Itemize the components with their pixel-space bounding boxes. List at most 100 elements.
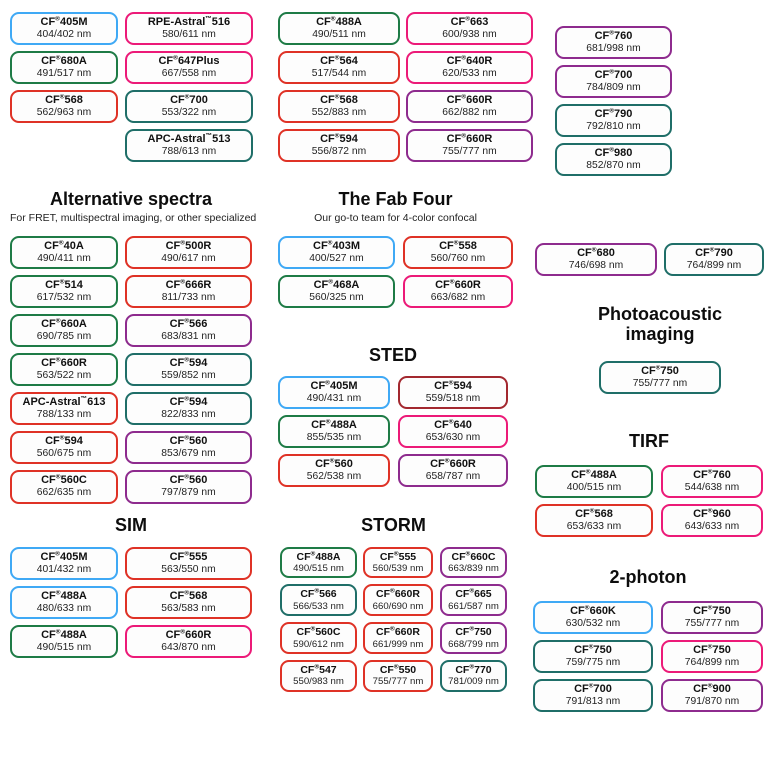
dye-ex-em: 580/611 nm: [162, 28, 216, 40]
registered-mark: ®: [184, 550, 190, 558]
registered-mark: ®: [444, 457, 450, 465]
dye-name: CF®566: [169, 317, 208, 331]
registered-mark: ®: [588, 643, 594, 651]
dye-ex-em: 556/872 nm: [311, 146, 367, 158]
section-subtitle-fab-four: Our go-to team for 4-color confocal: [314, 211, 477, 224]
dye-ex-em: 491/517 nm: [36, 68, 92, 80]
dye-ex-em: 662/882 nm: [442, 107, 497, 119]
section-title-sim: SIM: [114, 515, 147, 535]
registered-mark: ®: [707, 682, 713, 690]
dye-ex-em: 788/613 nm: [161, 146, 217, 158]
dye-ex-em: 755/777 nm: [442, 146, 497, 158]
registered-mark: ®: [393, 550, 399, 558]
dye-ex-em: 560/760 nm: [430, 252, 486, 264]
dye-name: CF®488A: [41, 628, 87, 642]
dye-name: CF®405M: [310, 379, 358, 392]
dye-name: CF®560: [169, 434, 208, 448]
registered-mark: ®: [390, 625, 395, 633]
dye-ex-em: 559/518 nm: [425, 392, 481, 404]
dye-ex-em: 643/633 nm: [684, 520, 740, 532]
dye-name: CF®750: [693, 643, 731, 656]
dye-ex-em: 560/325 nm: [309, 291, 364, 303]
registered-mark: ®: [393, 663, 399, 671]
dye-ex-em: 490/431 nm: [306, 392, 362, 404]
dye-ex-em: 660/690 nm: [372, 600, 424, 612]
dye-name: CF®647Plus: [158, 54, 220, 68]
dye-ex-em: 563/522 nm: [36, 370, 92, 382]
section-title-sted: STED: [368, 345, 417, 365]
dye-name: CF®500R: [165, 239, 212, 252]
registered-mark: ®: [609, 107, 615, 115]
dye-name: CF®960: [693, 507, 731, 520]
registered-mark: ®: [59, 278, 65, 286]
dye-ex-em: 400/515 nm: [566, 481, 622, 493]
registered-mark: ®: [465, 550, 471, 558]
dye-ex-em: 781/009 nm: [448, 676, 499, 688]
dye-ex-em: 566/533 nm: [293, 600, 344, 612]
dye-name: CF®660R: [165, 628, 212, 642]
registered-mark: ®: [180, 278, 186, 286]
dye-name: CF®560C: [296, 625, 341, 639]
registered-mark: ®: [461, 93, 467, 101]
registered-mark: ®: [330, 15, 336, 23]
dye-name: CF®568: [575, 507, 613, 520]
dye-name: CF®900: [693, 682, 731, 696]
dye-name: CF®594: [169, 356, 208, 370]
dye-ex-em: 490/617 nm: [161, 252, 216, 264]
dye-ex-em: 630/532 nm: [565, 617, 621, 629]
registered-mark: ®: [180, 628, 186, 636]
dye-ex-em: 562/963 nm: [36, 107, 92, 119]
registered-mark: ®: [55, 550, 60, 558]
dye-name: CF®560C: [41, 473, 87, 487]
dye-name: CF®594: [320, 132, 358, 146]
dye-ex-em: 764/899 nm: [686, 259, 742, 271]
dye-name: CF®770: [455, 663, 492, 676]
section-title-storm: STORM: [361, 515, 426, 535]
registered-mark: ®: [334, 93, 340, 101]
dye-ex-em: 822/833 nm: [161, 409, 216, 421]
dye-ex-em: 755/777 nm: [372, 676, 424, 688]
registered-mark: ®: [448, 418, 454, 426]
dye-ex-em: 755/777 nm: [684, 617, 740, 629]
